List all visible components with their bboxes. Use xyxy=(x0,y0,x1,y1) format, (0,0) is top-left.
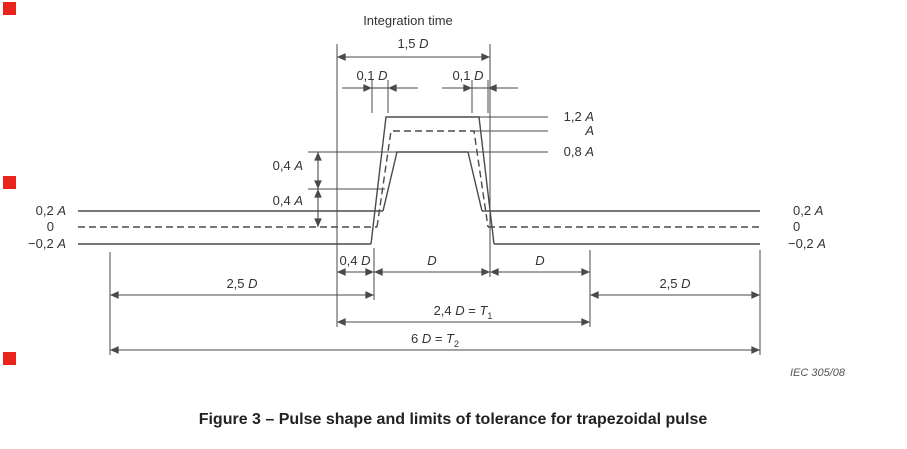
red-marker-top xyxy=(3,2,16,15)
amp-1-2a-label: 1,2 A xyxy=(564,109,594,124)
diagram-labels: Integration time 1,5 D 0,1 D 0,1 D 1,2 A… xyxy=(28,13,846,428)
figure-caption: Figure 3 – Pulse shape and limits of tol… xyxy=(199,411,708,428)
dim-d-2-label: D xyxy=(535,253,544,268)
dim-2-5d-left-label: 2,5 D xyxy=(226,276,257,291)
dim-1-5d-label: 1,5 D xyxy=(397,36,428,51)
dim-0-4d-label: 0,4 D xyxy=(339,253,370,268)
dim-0-1d-left-label: 0,1 D xyxy=(356,68,387,83)
amp-0-8a-label: 0,8 A xyxy=(564,144,594,159)
integration-time-label: Integration time xyxy=(363,13,453,28)
axis-right-0-2a-label: 0,2 A xyxy=(793,203,823,218)
dim-2-5d-right-label: 2,5 D xyxy=(659,276,690,291)
red-marker-bottom xyxy=(3,352,16,365)
axis-right-neg0-2a-label: −0,2 A xyxy=(788,236,826,251)
pulse-upper-tolerance-outline xyxy=(370,116,495,245)
iec-source-note: IEC 305/08 xyxy=(790,367,846,379)
amplitude-leaders-left xyxy=(308,151,397,227)
baseline-lines xyxy=(78,210,760,245)
amp-a-label: A xyxy=(584,123,594,138)
axis-right-0-label: 0 xyxy=(793,219,800,234)
dim-2-4d-t1-label: 2,4 D = T1 xyxy=(434,303,493,321)
dim-6d-t2-label: 6 D = T2 xyxy=(411,331,459,349)
red-marker-middle xyxy=(3,176,16,189)
amp-0-4a-upper-label: 0,4 A xyxy=(273,158,303,173)
axis-left-0-2a-label: 0,2 A xyxy=(36,203,66,218)
red-scan-markers xyxy=(3,2,16,365)
pulse-outlines xyxy=(370,116,495,245)
dimension-lines xyxy=(110,53,761,354)
amp-0-4a-lower-label: 0,4 A xyxy=(273,193,303,208)
pulse-nominal-outline xyxy=(376,130,489,228)
pulse-lower-tolerance-outline xyxy=(382,151,483,212)
dim-d-1-label: D xyxy=(427,253,436,268)
axis-left-neg0-2a-label: −0,2 A xyxy=(28,236,66,251)
axis-left-0-label: 0 xyxy=(47,219,54,234)
dim-0-1d-right-label: 0,1 D xyxy=(452,68,483,83)
